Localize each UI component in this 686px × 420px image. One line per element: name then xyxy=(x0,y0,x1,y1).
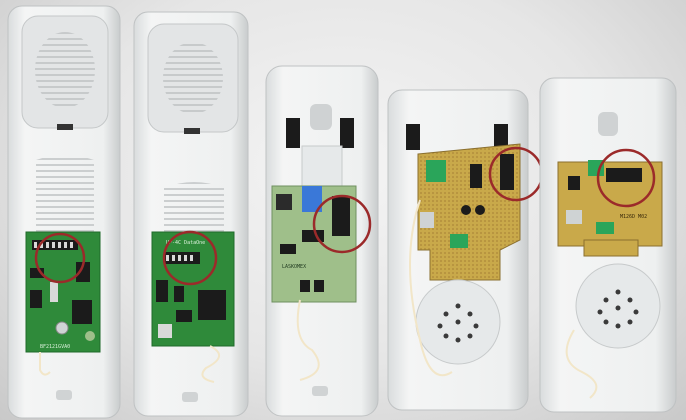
board-label-5: M126D M02 xyxy=(620,214,647,220)
ic-chip xyxy=(30,290,42,308)
terminal-block xyxy=(588,160,604,176)
terminal-block xyxy=(426,160,446,182)
board-label-1: BF2121GVA0 xyxy=(40,344,70,350)
handset-5: M126D M02 xyxy=(539,77,677,413)
mic-grille xyxy=(164,182,224,236)
mount-hook xyxy=(310,104,332,130)
highlight-circle-2 xyxy=(162,230,218,286)
board-label-3: LASKOMEX xyxy=(282,264,306,270)
pin-header xyxy=(164,252,200,264)
pcb-board-3: LASKOMEX xyxy=(271,185,357,303)
highlight-circle-3 xyxy=(312,194,372,254)
speaker-grille xyxy=(163,42,223,114)
ic-chip xyxy=(470,164,482,188)
mount-hook xyxy=(598,112,618,136)
handset-2: UP-4C DataOne xyxy=(133,11,249,417)
highlight-circle-5 xyxy=(596,148,656,208)
ic-chip xyxy=(606,168,642,182)
handset-1: BF2121GVA0 xyxy=(7,5,121,419)
mic-grille xyxy=(36,155,94,232)
handset-3: LASKOMEX xyxy=(265,65,379,417)
board-label-2: UP-4C DataOne xyxy=(166,240,205,246)
ic-chip xyxy=(156,280,168,302)
pcb-board-4 xyxy=(417,143,521,281)
blue-relay xyxy=(302,186,322,212)
handset-4 xyxy=(387,89,544,411)
speaker-grille xyxy=(35,32,95,108)
pcb-board-1: BF2121GVA0 xyxy=(25,231,101,353)
highlight-circle-1 xyxy=(34,232,86,284)
ic-chip xyxy=(332,196,350,236)
pcb-board-5: M126D M02 xyxy=(557,160,663,257)
